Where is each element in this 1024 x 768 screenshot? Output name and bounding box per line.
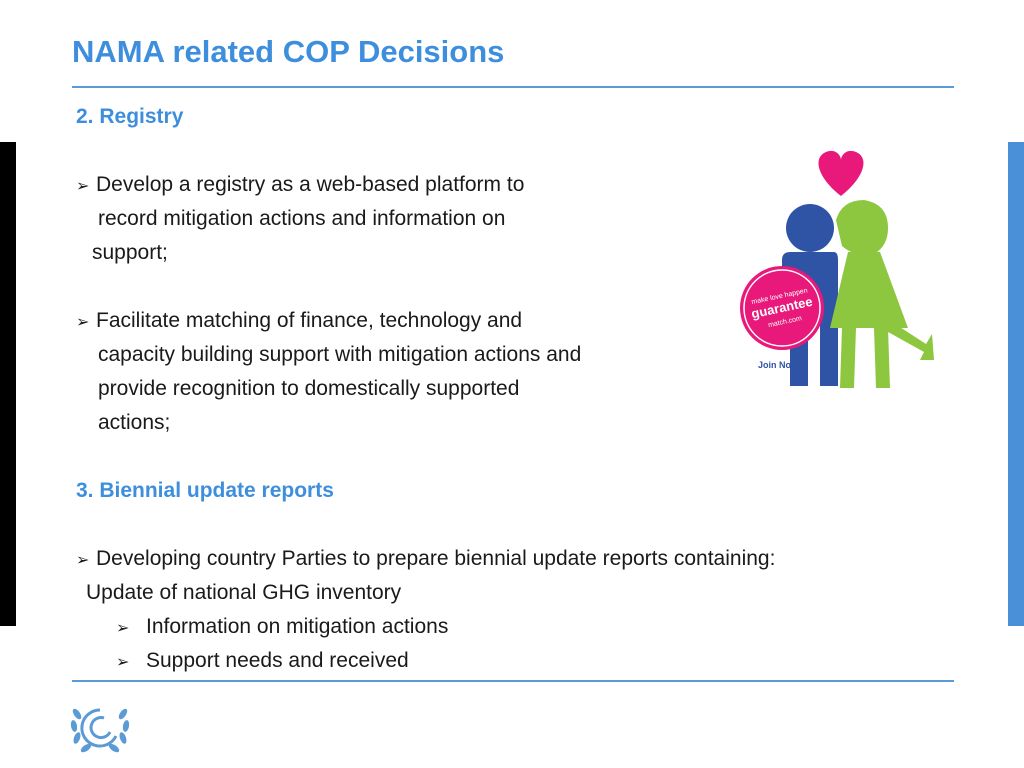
right-edge-bar xyxy=(1008,142,1024,626)
arrow-bullet-icon: ➢ xyxy=(76,178,90,195)
slide-body: 2. Registry ➢ Develop a registry as a web… xyxy=(76,100,956,678)
bullet-facilitate-matching: ➢ Facilitate matching of finance, technol… xyxy=(76,304,956,338)
section-heading-registry: 2. Registry xyxy=(76,105,184,128)
arrow-bullet-icon: ➢ xyxy=(76,314,90,331)
sub-bullet-support: ➢ Support needs and received xyxy=(76,644,956,678)
section-heading-biennial: 3. Biennial update reports xyxy=(76,479,334,502)
couple-heart-icon: make love happen guarantee match.com Joi… xyxy=(740,150,934,388)
unfccc-wreath-logo xyxy=(70,708,130,753)
bullet-text: Develop a registry as a web-based platfo… xyxy=(96,173,525,196)
bullet-continuation: record mitigation actions and informatio… xyxy=(98,207,506,230)
join-now-label: Join Now xyxy=(758,360,799,370)
woman-hair xyxy=(836,200,888,255)
bullet-continuation: capacity building support with mitigatio… xyxy=(98,343,582,366)
heart-icon xyxy=(818,150,864,196)
bullet-continuation: Update of national GHG inventory xyxy=(86,581,402,604)
man-head xyxy=(786,204,834,252)
sub-bullet-text: Information on mitigation actions xyxy=(146,615,449,638)
title-divider xyxy=(72,86,954,88)
woman-leg-kick xyxy=(886,318,934,360)
left-edge-bar xyxy=(0,142,16,626)
match-badge xyxy=(740,266,824,350)
slide-title: NAMA related COP Decisions xyxy=(72,34,505,69)
sub-bullet-mitigation: ➢ Information on mitigation actions xyxy=(76,610,956,644)
arrow-bullet-icon: ➢ xyxy=(76,552,90,569)
sub-bullet-text: Support needs and received xyxy=(146,649,409,672)
bullet-continuation: actions; xyxy=(98,411,171,434)
footer-divider xyxy=(72,680,954,682)
bullet-continuation: provide recognition to domestically supp… xyxy=(98,377,520,400)
arrow-bullet-icon: ➢ xyxy=(116,654,130,671)
bullet-registry-platform: ➢ Develop a registry as a web-based platf… xyxy=(76,168,956,202)
woman-dress xyxy=(830,252,908,388)
bullet-text: Developing country Parties to prepare bi… xyxy=(96,547,776,570)
bullet-biennial-reports: ➢ Developing country Parties to prepare b… xyxy=(76,542,956,576)
arrow-bullet-icon: ➢ xyxy=(116,620,130,637)
bullet-continuation: support; xyxy=(92,241,168,264)
bullet-text: Facilitate matching of finance, technolo… xyxy=(96,309,523,332)
